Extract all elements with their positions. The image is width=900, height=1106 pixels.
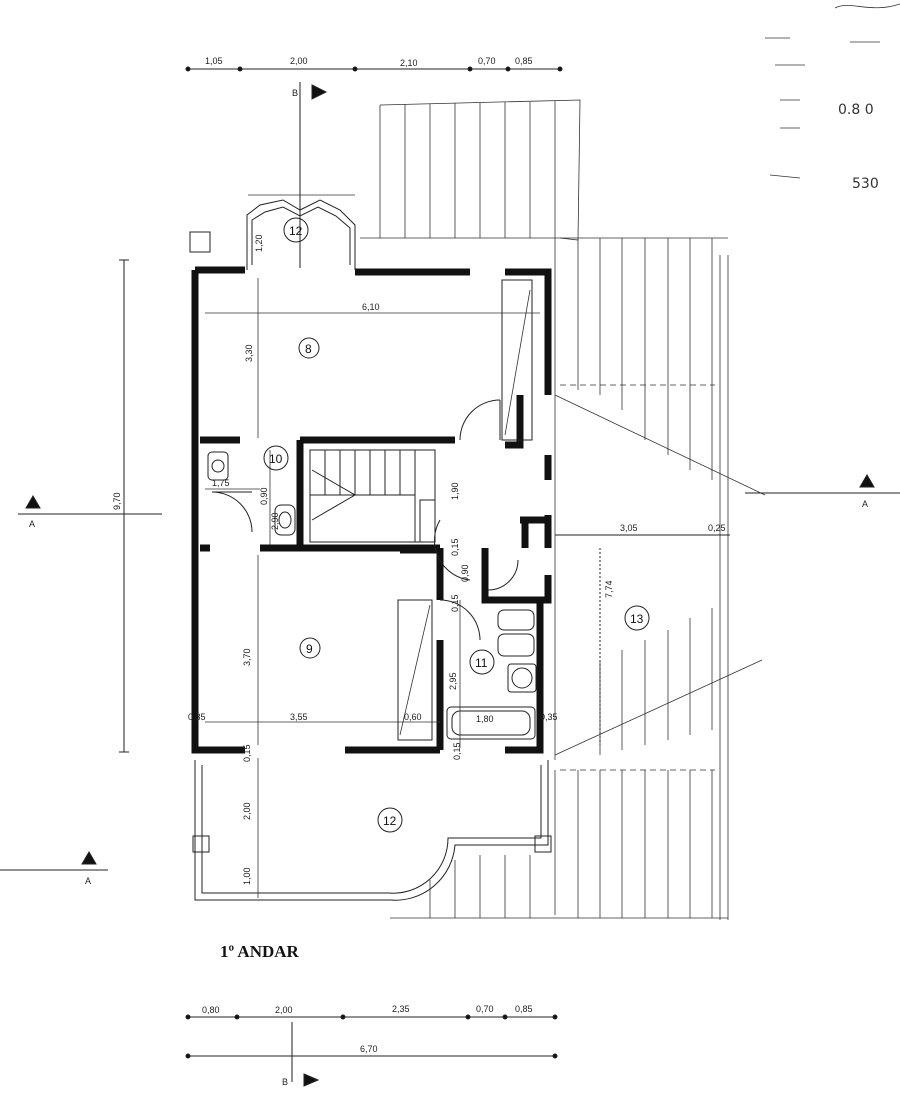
bathroom-fixtures (207, 451, 537, 740)
left-dimension-line (119, 259, 129, 753)
bottom-dimension-lines (185, 1014, 558, 1059)
room-8-number: 8 (305, 342, 312, 356)
top-dim-4: 0,70 (478, 56, 496, 66)
room-12-top-number: 12 (289, 224, 303, 238)
dim-0-35-right: 0,35 (540, 712, 558, 722)
room-8: 8 (298, 337, 320, 359)
dim-2-95: 2,95 (448, 672, 458, 690)
room-10-number: 10 (269, 452, 283, 466)
bottom-dim-5: 0,85 (515, 1004, 533, 1014)
dim-0-25: 0,25 (708, 523, 726, 533)
room-12-bottom-number: 12 (383, 814, 397, 828)
dim-0-15-c: 0,15 (242, 744, 252, 762)
dim-1-80: 1,80 (476, 714, 494, 724)
section-line-b (291, 82, 328, 1087)
room-13-number: 13 (630, 612, 644, 626)
dim-0-90-door: 0,90 (460, 564, 470, 582)
room-11: 11 (469, 649, 495, 675)
roof-hatching-lower (390, 770, 728, 919)
margin-notes (765, 3, 900, 179)
dim-1-00: 1,00 (242, 867, 252, 885)
left-total-dim: 9,70 (112, 492, 122, 510)
roof-hatching-upper (360, 99, 728, 241)
dim-0-15-a: 0,15 (450, 538, 460, 556)
room-9: 9 (299, 637, 321, 659)
bottom-dim-3: 2,35 (392, 1004, 410, 1014)
dim-0-90-wc: 0,90 (259, 487, 269, 505)
floor-title: 1º ANDAR (220, 942, 300, 961)
roof-hatching-right (554, 238, 766, 920)
section-a-label-bottom: A (85, 876, 91, 886)
door-swings (211, 399, 519, 641)
room-12-bottom: 12 (377, 807, 403, 833)
top-dim-2: 2,00 (290, 56, 308, 66)
section-a-label-right: A (862, 499, 868, 509)
section-b-label-bottom: B (282, 1077, 288, 1087)
top-dim-3: 2,10 (400, 58, 418, 68)
dim-6-10: 6,10 (362, 302, 380, 312)
top-dimension-line (185, 66, 563, 72)
margin-note-2: 530 (852, 176, 879, 192)
room-12-top: 12 (283, 217, 309, 243)
interior-dimension-guides (205, 194, 540, 898)
bottom-dim-1: 0,80 (202, 1005, 220, 1015)
interior-walls (200, 279, 548, 750)
dim-3-05: 3,05 (620, 523, 638, 533)
section-a-label-left: A (29, 519, 35, 529)
top-dim-5: 0,85 (515, 56, 533, 66)
dim-7-74: 7,74 (604, 580, 614, 598)
room-13: 13 (624, 605, 650, 631)
dim-3-30: 3,30 (244, 344, 254, 362)
dim-0-60: 0,60 (404, 712, 422, 722)
dim-2-90: 2,90 (270, 512, 280, 530)
dim-0-15-d: 0,15 (452, 742, 462, 760)
section-b-label-top: B (292, 88, 298, 98)
dim-0-15-b: 0,15 (450, 594, 460, 612)
dim-1-90: 1,90 (450, 482, 460, 500)
room-10: 10 (263, 445, 289, 471)
dim-1-75: 1,75 (212, 478, 230, 488)
bottom-dim-4: 0,70 (476, 1004, 494, 1014)
room-9-number: 9 (306, 642, 313, 656)
section-line-a (0, 474, 900, 871)
room-11-number: 11 (475, 656, 488, 670)
bottom-dim-2: 2,00 (275, 1005, 293, 1015)
dim-3-70: 3,70 (242, 648, 252, 666)
balcony-bottom (192, 760, 552, 901)
roof-edges (555, 534, 730, 745)
top-dim-1: 1,05 (205, 56, 223, 66)
dim-1-20: 1,20 (254, 234, 264, 252)
dim-2-00: 2,00 (242, 802, 252, 820)
dim-0-35-left: 0,35 (188, 712, 206, 722)
staircase (309, 449, 436, 543)
dim-3-55: 3,55 (290, 712, 308, 722)
margin-note-1: 0.8 0 (838, 102, 874, 118)
bottom-total-dim: 6,70 (360, 1044, 378, 1054)
